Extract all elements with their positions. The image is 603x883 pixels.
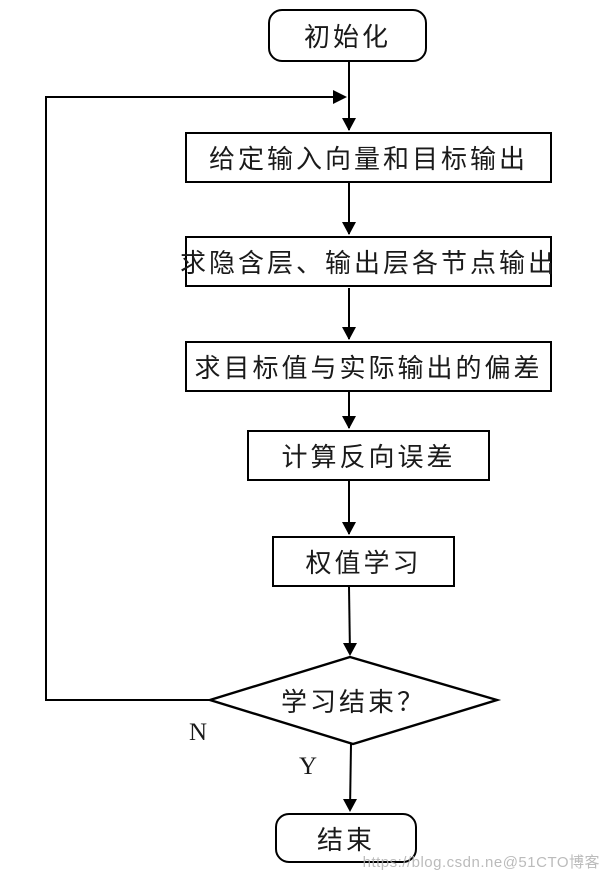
node-step4: 计算反向误差	[247, 430, 490, 481]
arrowhead-into-step2	[342, 222, 356, 235]
node-step2-label: 求隐含层、输出层各节点输出	[180, 249, 558, 278]
arrowhead-into-step5	[342, 522, 356, 535]
node-step1: 给定输入向量和目标输出	[185, 132, 552, 183]
node-step5-label: 权值学习	[305, 549, 422, 578]
node-step3-label: 求目标值与实际输出的偏差	[194, 354, 543, 383]
node-step1-label: 给定输入向量和目标输出	[208, 145, 528, 174]
connector-step5-to-decision	[348, 586, 351, 655]
node-decision: 学习结束？	[210, 657, 497, 744]
arrowhead-loopback-junction	[333, 90, 347, 104]
arrowhead-into-decision	[343, 643, 357, 656]
decision-diamond-shape	[205, 655, 502, 746]
node-step5: 权值学习	[272, 536, 455, 587]
connector-loopback	[45, 96, 334, 701]
branch-label-yes: Y	[299, 753, 318, 780]
node-start-label: 初始化	[303, 23, 391, 52]
node-end-label: 结束	[316, 825, 375, 855]
arrowhead-into-end	[343, 799, 357, 812]
node-end: 结束	[275, 813, 417, 863]
node-step2: 求隐含层、输出层各节点输出	[180, 236, 554, 287]
node-step3: 求目标值与实际输出的偏差	[185, 341, 552, 392]
node-decision-label: 学习结束？	[280, 688, 426, 717]
arrowhead-into-step4	[342, 416, 356, 429]
arrowhead-into-step1	[342, 118, 356, 131]
node-step4-label: 计算反向误差	[281, 443, 456, 472]
watermark-text: https://blog.csdn.ne@51CTO博客	[362, 854, 600, 871]
branch-label-no: N	[189, 719, 208, 746]
node-start: 初始化	[268, 9, 427, 62]
arrowhead-into-step3	[342, 327, 356, 340]
